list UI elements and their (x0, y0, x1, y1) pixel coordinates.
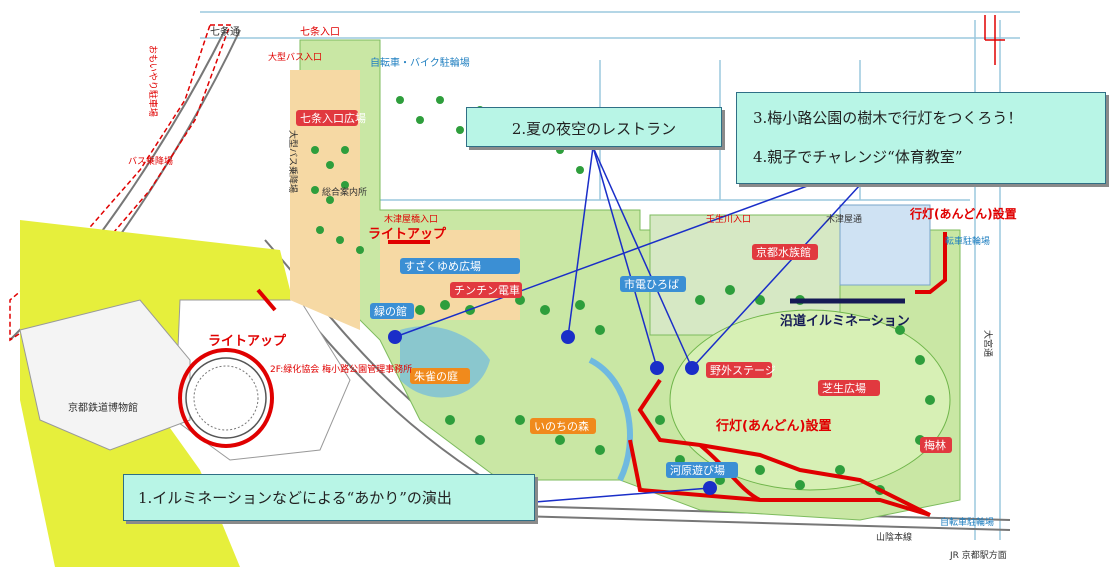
map-tags: 七条入口広場 すざくゆめ広場 チンチン電車 緑の館 京都水族館 市電ひろば 野外… (296, 110, 952, 478)
tag-suzaku-garden: 朱雀の庭 (414, 369, 458, 383)
label-andon-right: 行灯(あんどん)設置 (909, 206, 1017, 221)
callout-workshop: 3.梅小路公園の樹木で行灯をつくろう！ 4.親子でチャレンジ“体育教室” (736, 92, 1106, 184)
label-bus-entrance: 大型バス入口 (268, 51, 322, 63)
callout-illumination: 1.イルミネーションなどによる“あかり”の演出 (123, 474, 535, 521)
label-sanin-line: 山陰本線 (876, 531, 912, 543)
tag-shichijo-plaza: 七条入口広場 (300, 111, 366, 125)
andon-route-upper (637, 378, 931, 517)
label-roadside-illumination: 沿道イルミネーション (780, 313, 910, 329)
lawn-plaza-area (669, 309, 951, 491)
lightup-mark-left (256, 288, 277, 312)
label-info: 総合案内所 (322, 186, 367, 198)
tag-aquarium: 京都水族館 (756, 245, 811, 259)
tag-plum-grove: 梅林 (924, 438, 946, 452)
tag-suzaku-plaza: すざくゆめ広場 (404, 259, 481, 273)
tag-chinchin: チンチン電車 (454, 283, 520, 297)
tag-lawn-plaza: 芝生広場 (822, 381, 866, 395)
label-railway-museum: 京都鉄道博物館 (68, 401, 138, 414)
marker-stage-left[interactable] (650, 361, 664, 375)
label-bus-area: 大型バス乗降場 (287, 130, 299, 193)
callout-workshop-text: 3.梅小路公園の樹木で行灯をつくろう！ (753, 109, 1023, 127)
stream (588, 357, 633, 482)
label-kizu-dori: 木津屋通 (826, 213, 862, 225)
label-lightup-left: ライトアップ (208, 334, 287, 349)
label-bike-parking-bottom: 自転車駐輪場 (940, 516, 994, 528)
tag-outdoor-stage: 野外ステージ (710, 364, 776, 377)
label-bus-stop: バス乗降場 (128, 155, 173, 167)
tag-inochi-forest: いのちの森 (534, 419, 589, 433)
label-shichijo-dori: 七条通 (210, 25, 240, 38)
label-jr-kyoto: JR 京都駅方面 (949, 549, 1007, 561)
aquarium-building (839, 204, 931, 286)
map-text-labels: 七条通 七条入口 大型バス入口 自転車・バイク駐輪場 おもいやり駐車場 バス乗降… (68, 25, 1007, 561)
label-andon-center: 行灯(あんどん)設置 (715, 418, 832, 434)
turntable-building (185, 357, 267, 439)
marker-stage-right[interactable] (685, 361, 699, 375)
label-office: 2F:緑化協会 梅小路公園管理事務所 (270, 363, 412, 375)
marker-river-play[interactable] (703, 481, 717, 495)
lightup-ellipse (178, 348, 274, 448)
label-omoiyari-parking: おもいやり駐車場 (147, 45, 159, 117)
plaza-path (290, 70, 360, 330)
callout-restaurant-text: 2.夏の夜空のレストラン (511, 120, 677, 138)
overlay-labels: ライトアップ ライトアップ 行灯(あんどん)設置 行灯(あんどん)設置 沿道イル… (208, 206, 1017, 434)
label-bike-parking-top: 自転車・バイク駐輪場 (370, 56, 470, 69)
label-bike-parking-right: 転車駐輪場 (945, 235, 990, 247)
label-kizu-entrance: 木津屋橋入口 (384, 213, 438, 225)
label-shichijo-gate: 七条入口 (300, 25, 340, 38)
tag-ichiba: 市電ひろば (624, 277, 679, 291)
museum-building (19, 299, 191, 451)
label-lightup-top: ライトアップ (368, 227, 447, 242)
label-omiya-dori: 大宮通 (982, 330, 994, 357)
turntable-inner (193, 365, 259, 431)
label-mibugawa-entrance: 壬生川入口 (706, 213, 751, 225)
tag-river-play: 河原遊び場 (670, 463, 725, 477)
tag-midori-kan: 緑の館 (374, 304, 407, 318)
callout-restaurant: 2.夏の夜空のレストラン (466, 107, 722, 147)
callout-sports-text: 4.親子でチャレンジ“体育教室” (753, 148, 963, 166)
marker-restaurant[interactable] (561, 330, 575, 344)
callout-pointers (394, 146, 861, 503)
marker-midori[interactable] (388, 330, 402, 344)
andon-route-link (698, 443, 761, 502)
north-arrow-icon (984, 15, 1005, 65)
andon-right-line (915, 232, 947, 294)
callout-illumination-text: 1.イルミネーションなどによる“あかり”の演出 (138, 489, 452, 507)
